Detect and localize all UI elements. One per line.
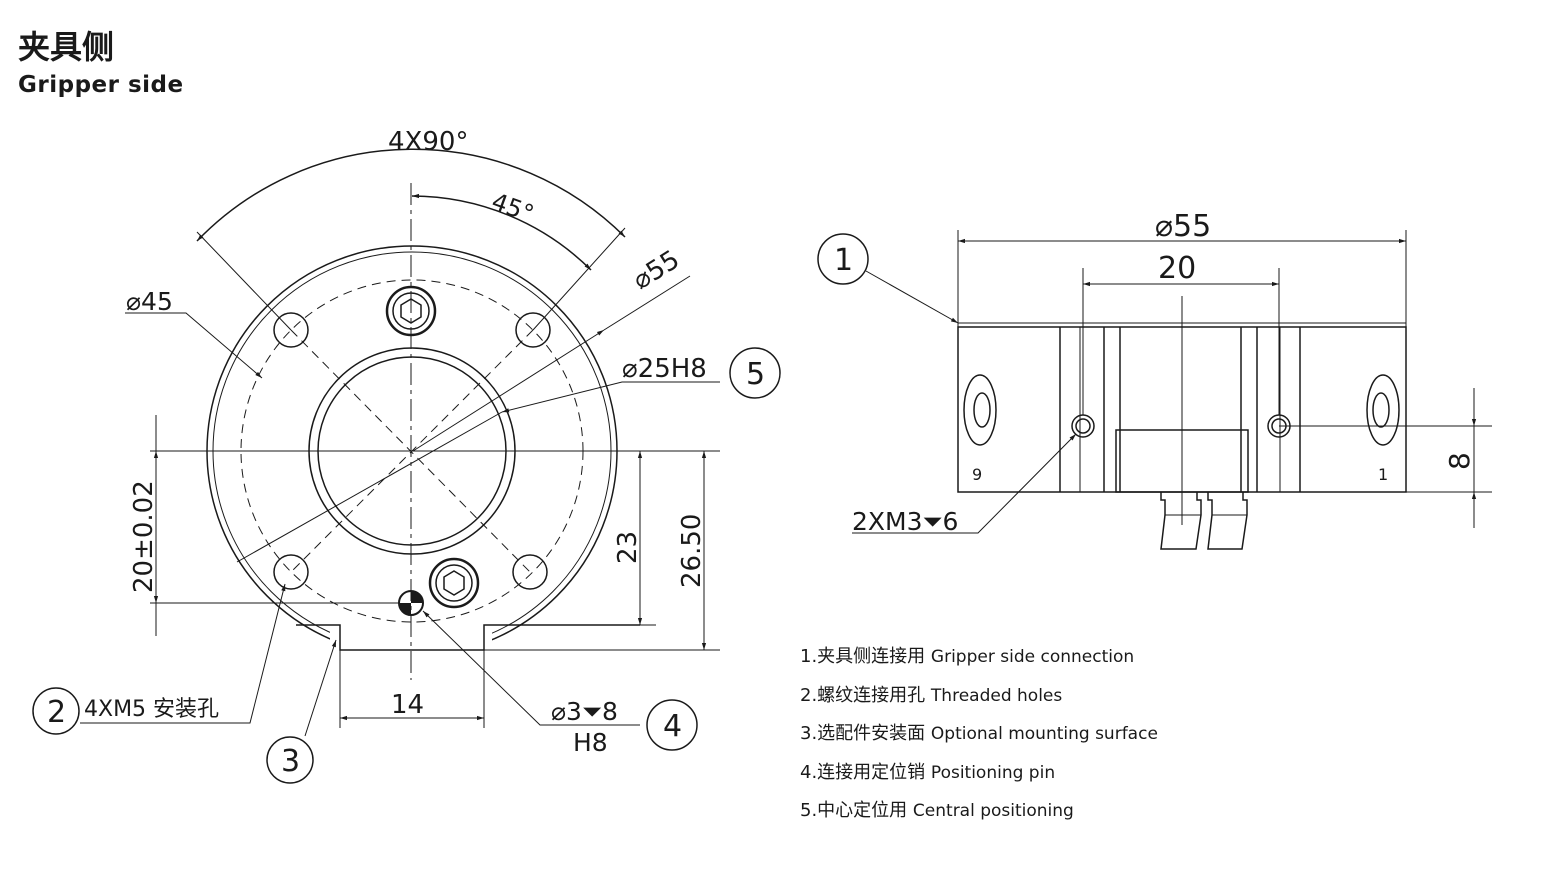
label-mark-left: 9: [972, 465, 982, 484]
leader-dia-45: [125, 312, 263, 379]
label-threaded-holes: 4XM5 安装孔: [84, 697, 219, 722]
dim-line-dia-25: [236, 411, 503, 563]
label-dim-20-side: 20: [1158, 251, 1196, 286]
legend-item-cn: 1.夹具侧连接用: [800, 646, 926, 667]
label-dia-55-side: ⌀55: [1155, 209, 1211, 244]
leader-m3-holes: [852, 433, 1077, 534]
label-mark-right: 1: [1378, 465, 1388, 484]
callout-circle-2: [32, 687, 80, 735]
legend-item: 5.中心定位用 Central positioning: [800, 792, 1158, 831]
side-slot-left: [963, 374, 997, 446]
side-view-labels: ⌀55 20 8 2XM3⏷6 9 1 1: [834, 209, 1476, 536]
angle-ext-right: [532, 227, 626, 331]
leader-callout-3: [304, 639, 337, 737]
side-slot-right-inner: [1372, 392, 1390, 428]
page-title-cn: 夹具侧: [18, 28, 115, 66]
hex-socket-bottom-icon: [443, 570, 465, 596]
callout-circle-1: [817, 233, 869, 285]
leader-dia-55: [603, 275, 691, 331]
hex-socket-top-icon: [400, 298, 422, 324]
angle-90-arc: [196, 148, 626, 242]
callout-number-1: 1: [834, 243, 853, 278]
legend-item: 4.连接用定位销 Positioning pin: [800, 754, 1158, 793]
legend-item-cn: 2.螺纹连接用孔: [800, 684, 926, 706]
legend-list: 1.夹具侧连接用 Gripper side connection 2.螺纹连接用…: [800, 638, 1158, 831]
label-dim-20: 20±0.02: [129, 480, 159, 593]
label-dia-55-front: ⌀55: [628, 245, 685, 296]
legend-item-cn: 5.中心定位用: [800, 800, 908, 821]
legend-item-cn: 4.连接用定位销: [800, 761, 926, 783]
socket-screw-bottom-inner: [435, 564, 473, 602]
label-angle-90: 4X90°: [388, 127, 468, 157]
m5-hole-top-left: [273, 312, 309, 348]
legend-item-en: Threaded holes: [930, 685, 1063, 706]
legend-item-en: Optional mounting surface: [930, 724, 1158, 744]
dim-line-dia-55: [412, 329, 605, 452]
side-slot-left-inner: [973, 392, 991, 428]
front-view: [32, 148, 781, 784]
label-dia-25: ⌀25H8: [622, 354, 707, 384]
leader-dia-25: [501, 381, 720, 413]
callout-number-4: 4: [663, 709, 682, 744]
label-angle-45: 45°: [488, 187, 538, 228]
label-dim-8: 8: [1443, 452, 1476, 470]
angle-45-arc: [411, 193, 592, 271]
callout-number-2: 2: [47, 695, 66, 730]
m5-hole-bottom-right: [512, 554, 548, 590]
legend-item-en: Positioning pin: [930, 762, 1056, 783]
label-pin-spec: ⌀3⏷8: [551, 697, 618, 726]
callout-circle-3: [266, 736, 314, 784]
leader-callout-1: [865, 270, 959, 324]
label-dim-23: 23: [613, 531, 643, 564]
label-dia-45: ⌀45: [126, 287, 173, 316]
m3-hole-left-inner: [1075, 418, 1091, 434]
legend-item: 2.螺纹连接用孔 Threaded holes: [800, 677, 1158, 716]
legend-item: 3.选配件安装面 Optional mounting surface: [800, 715, 1158, 754]
m5-hole-bottom-left: [273, 554, 309, 590]
callout-number-5: 5: [746, 357, 765, 392]
callout-circle-4: [646, 699, 698, 751]
legend-item-en: Gripper side connection: [930, 647, 1135, 667]
side-slot-right: [1366, 374, 1400, 446]
label-pin-fit: H8: [573, 728, 608, 757]
finger-left: [1160, 492, 1202, 550]
page-title-en: Gripper side: [18, 72, 184, 98]
pin-fill-icon: [399, 591, 423, 615]
label-dim-265: 26.50: [677, 514, 707, 588]
label-m3-holes: 2XM3⏷6: [852, 507, 958, 536]
side-view: [817, 230, 1492, 550]
angle-ext-left: [196, 231, 292, 331]
finger-right: [1207, 492, 1248, 550]
m5-hole-top-right: [515, 312, 551, 348]
legend-item: 1.夹具侧连接用 Gripper side connection: [800, 638, 1158, 677]
callout-number-3: 3: [281, 744, 300, 779]
label-dim-14: 14: [391, 690, 424, 720]
legend-item-en: Central positioning: [912, 801, 1074, 821]
front-view-labels: 4X90° 45° ⌀45 ⌀55 ⌀25H8 20±0.02 23 26.50…: [47, 127, 765, 779]
callout-circle-5: [729, 347, 781, 399]
legend-item-cn: 3.选配件安装面: [800, 723, 926, 744]
socket-screw-bottom: [428, 557, 480, 609]
leader-callout-2: [80, 583, 286, 724]
